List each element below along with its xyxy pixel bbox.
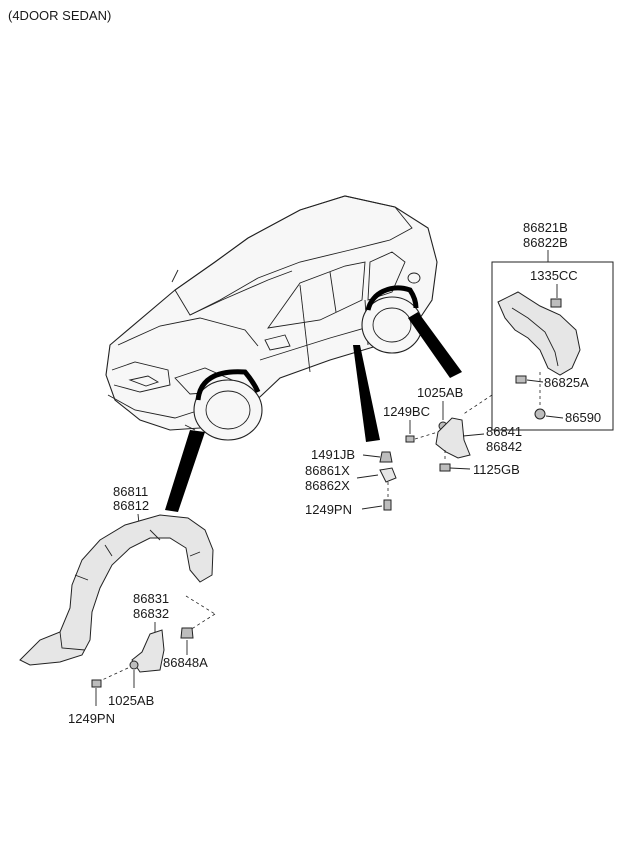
front-wheel-liner-part xyxy=(19,514,214,666)
clip-86848A xyxy=(180,627,194,639)
fastener-86590 xyxy=(534,408,546,420)
label-1125GB: 1125GB xyxy=(473,462,520,477)
rear-mudguard-group: 1025AB 1249BC 86841 86842 1125GB xyxy=(383,385,522,477)
label-86825A: 86825A xyxy=(544,375,589,390)
label-1025AB-bottom: 1025AB xyxy=(108,693,154,708)
screw-1249PN-bottom xyxy=(91,679,102,688)
label-86822B: 86822B xyxy=(523,235,568,250)
rear-mud-guard-part xyxy=(435,417,471,459)
sedan-illustration xyxy=(105,195,438,441)
label-86841: 86841 xyxy=(486,424,522,439)
clip-86825A xyxy=(515,375,527,384)
bracket-86861X xyxy=(379,467,397,483)
rear-liner-group: 86821B 86822B 1335CC 86825A 86590 xyxy=(461,220,614,431)
label-1249BC: 1249BC xyxy=(383,404,430,419)
label-1249PN-mid: 1249PN xyxy=(305,502,352,517)
clip-1491JB xyxy=(379,451,393,463)
label-1025AB-top: 1025AB xyxy=(417,385,463,400)
label-86848A: 86848A xyxy=(163,655,208,670)
pointer-front-liner xyxy=(165,430,205,512)
label-86861X: 86861X xyxy=(305,463,350,478)
label-86831: 86831 xyxy=(133,591,169,606)
label-1249PN-bottom: 1249PN xyxy=(68,711,115,726)
rear-wheel-liner-part xyxy=(497,291,581,376)
label-86862X: 86862X xyxy=(305,478,350,493)
pointer-mud-guard xyxy=(353,345,380,442)
bolt-1125GB xyxy=(439,463,451,472)
washer-1025AB-bottom xyxy=(129,660,139,670)
label-86812: 86812 xyxy=(113,498,149,513)
label-86811: 86811 xyxy=(113,484,148,499)
label-86821B: 86821B xyxy=(523,220,568,235)
label-86832: 86832 xyxy=(133,606,169,621)
label-86590: 86590 xyxy=(565,410,601,425)
rear-liner-frame xyxy=(491,261,614,431)
pointer-rear-liner xyxy=(408,312,462,378)
screw-1249BC xyxy=(405,435,415,443)
front-liner-group: 86811 86812 86831 86832 86848A 1025AB 12… xyxy=(19,484,216,726)
label-1491JB: 1491JB xyxy=(311,447,355,462)
clip-1335CC xyxy=(550,298,562,308)
side-fastener-group: 1491JB 86861X 86862X 1249PN xyxy=(305,447,397,517)
label-1335CC: 1335CC xyxy=(530,268,578,283)
front-mud-guard-part xyxy=(131,629,165,673)
label-86842: 86842 xyxy=(486,439,522,454)
screw-1249PN-mid xyxy=(383,499,392,511)
diagram-title: (4DOOR SEDAN) xyxy=(8,8,111,23)
